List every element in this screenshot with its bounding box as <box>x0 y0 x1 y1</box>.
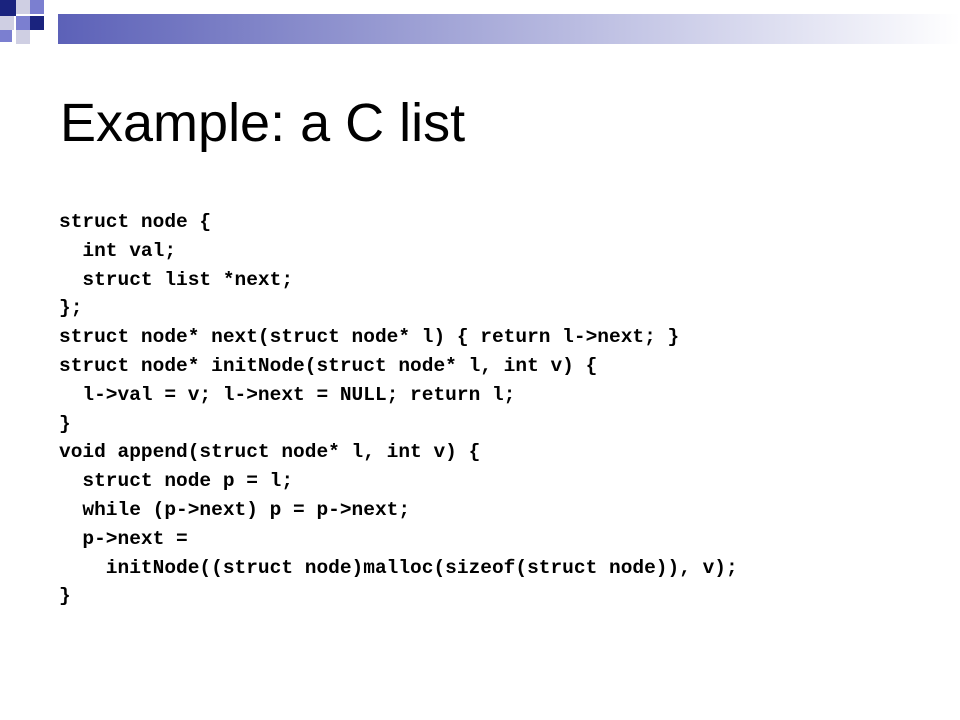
decor-square-light <box>16 0 30 14</box>
code-line: struct node p = l; <box>59 470 294 493</box>
code-line: initNode((struct node)malloc(sizeof(stru… <box>59 556 738 579</box>
code-line: l->val = v; l->next = NULL; return l; <box>59 383 516 406</box>
code-line: struct node* next(struct node* l) { retu… <box>59 326 680 349</box>
code-line: } <box>59 585 71 608</box>
code-line: struct list *next; <box>59 268 294 291</box>
code-line: } <box>59 412 71 435</box>
code-line: }; <box>59 297 83 320</box>
code-line: p->next = <box>59 527 188 550</box>
decor-square-light <box>16 30 30 44</box>
code-line: while (p->next) p = p->next; <box>59 498 411 521</box>
code-line: int val; <box>59 239 177 262</box>
decor-square-mid <box>0 30 12 42</box>
code-line: struct node { <box>59 211 212 233</box>
decor-square-mid <box>30 0 44 14</box>
decor-top-bar <box>58 14 960 44</box>
decor-square-navy <box>30 16 44 30</box>
decor-square-navy <box>0 0 16 16</box>
code-block: struct node { int val; struct list *next… <box>59 208 738 611</box>
decor-square-mid <box>16 16 30 30</box>
slide-title: Example: a C list <box>60 93 466 153</box>
code-line: struct node* initNode(struct node* l, in… <box>59 354 598 377</box>
decor-square-light <box>0 16 14 30</box>
code-line: void append(struct node* l, int v) { <box>59 441 481 464</box>
